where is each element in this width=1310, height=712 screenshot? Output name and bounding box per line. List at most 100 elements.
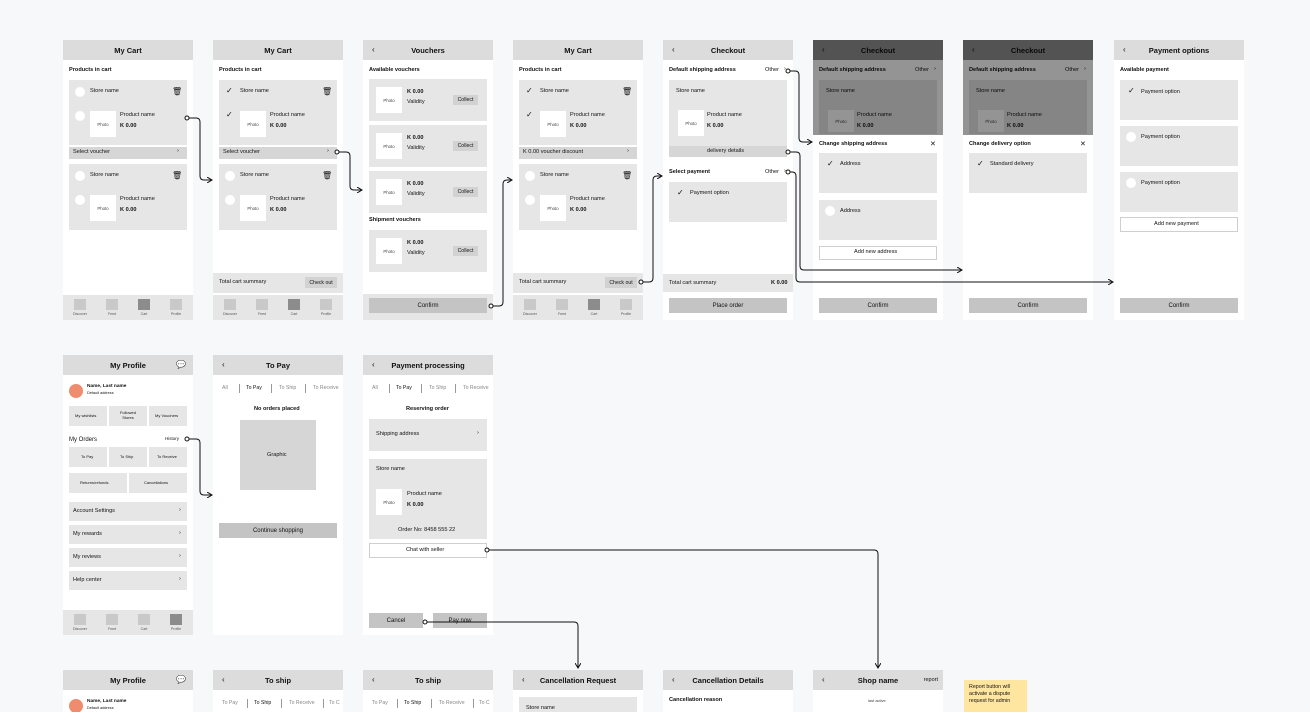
- continue-shopping-button[interactable]: Continue shopping: [219, 523, 337, 538]
- chat-icon[interactable]: 💬: [176, 360, 186, 369]
- close-icon[interactable]: ✕: [1080, 141, 1086, 148]
- nav-cart[interactable]: Cart: [140, 627, 148, 631]
- profile-icon[interactable]: [170, 299, 182, 310]
- back-icon[interactable]: ‹: [822, 675, 825, 684]
- tab-to-receive[interactable]: To Receive: [313, 385, 339, 391]
- followed-stores-button[interactable]: [109, 406, 147, 426]
- checkmark-icon[interactable]: ✓: [526, 110, 533, 119]
- back-icon[interactable]: ‹: [822, 45, 825, 54]
- nav-profile[interactable]: Profile: [620, 312, 632, 316]
- my-rewards-row[interactable]: [69, 525, 187, 544]
- trash-icon[interactable]: 🗑: [172, 87, 183, 96]
- tab-all[interactable]: All: [372, 385, 378, 391]
- shipping-other-link[interactable]: Other: [765, 67, 779, 73]
- nav-discover[interactable]: Discover: [73, 312, 87, 316]
- trash-icon[interactable]: 🗑: [172, 171, 183, 180]
- profile-icon[interactable]: [320, 299, 332, 310]
- nav-cart[interactable]: Cart: [290, 312, 298, 316]
- back-icon[interactable]: ‹: [372, 45, 375, 54]
- to-receive-button[interactable]: [149, 447, 187, 467]
- back-icon[interactable]: ‹: [222, 675, 225, 684]
- nav-feed[interactable]: Feed: [557, 312, 567, 316]
- confirm-button[interactable]: Confirm: [819, 298, 937, 313]
- cart-icon[interactable]: [138, 299, 150, 310]
- tab-to-receive[interactable]: To Receive: [463, 385, 489, 391]
- product-select-radio[interactable]: [75, 111, 85, 121]
- tab-to-ship[interactable]: To Ship: [429, 385, 447, 391]
- cart-icon[interactable]: [288, 299, 300, 310]
- to-ship-button[interactable]: [109, 447, 147, 467]
- delivery-details-row[interactable]: [669, 146, 787, 157]
- back-icon[interactable]: ‹: [972, 45, 975, 54]
- confirm-button[interactable]: Confirm: [369, 298, 487, 313]
- cancellations-button[interactable]: [129, 473, 187, 493]
- tab-to-receive[interactable]: To Receive: [439, 700, 465, 706]
- tab-to-pay[interactable]: To Pay: [396, 385, 412, 391]
- trash-icon[interactable]: 🗑: [622, 171, 633, 180]
- check-out-button[interactable]: Check out: [605, 277, 637, 288]
- back-icon[interactable]: ‹: [1123, 45, 1126, 54]
- check-out-button[interactable]: Check out: [305, 277, 337, 288]
- nav-feed[interactable]: Feed: [107, 627, 117, 631]
- store-select-radio[interactable]: [75, 87, 85, 97]
- feed-icon[interactable]: [256, 299, 268, 310]
- payment-card[interactable]: [669, 182, 787, 222]
- address-option[interactable]: [819, 200, 937, 240]
- feed-icon[interactable]: [556, 299, 568, 310]
- account-settings-row[interactable]: [69, 502, 187, 521]
- nav-discover[interactable]: Discover: [523, 312, 537, 316]
- my-wishlists-button[interactable]: [69, 406, 107, 426]
- back-icon[interactable]: ‹: [372, 675, 375, 684]
- delivery-option[interactable]: [969, 153, 1087, 193]
- collect-button[interactable]: Collect: [453, 187, 478, 197]
- back-icon[interactable]: ‹: [672, 675, 675, 684]
- nav-discover[interactable]: Discover: [73, 627, 87, 631]
- nav-profile[interactable]: Profile: [170, 627, 182, 631]
- to-pay-button[interactable]: [69, 447, 107, 467]
- payment-other-link[interactable]: Other: [765, 169, 779, 175]
- payment-option-card[interactable]: [1120, 80, 1238, 120]
- cart-icon[interactable]: [138, 614, 150, 625]
- address-option[interactable]: [819, 153, 937, 193]
- store-select-radio[interactable]: [75, 171, 85, 181]
- nav-profile[interactable]: Profile: [170, 312, 182, 316]
- feed-icon[interactable]: [106, 299, 118, 310]
- payment-radio[interactable]: [1126, 132, 1136, 142]
- profile-icon[interactable]: [170, 614, 182, 625]
- tab-to-ship[interactable]: To Ship: [404, 700, 422, 706]
- returns-button[interactable]: [69, 473, 127, 493]
- back-icon[interactable]: ‹: [522, 675, 525, 684]
- profile-icon[interactable]: [620, 299, 632, 310]
- store-select-radio[interactable]: [525, 171, 535, 181]
- cart-icon[interactable]: [588, 299, 600, 310]
- product-select-radio[interactable]: [225, 195, 235, 205]
- nav-profile[interactable]: Profile: [320, 312, 332, 316]
- select-voucher-row[interactable]: [219, 147, 337, 159]
- tab-to-receive[interactable]: To Receive: [289, 700, 315, 706]
- checkmark-icon[interactable]: ✓: [226, 110, 233, 119]
- feed-icon[interactable]: [106, 614, 118, 625]
- trash-icon[interactable]: 🗑: [622, 87, 633, 96]
- payment-option-card[interactable]: [1120, 126, 1238, 166]
- shipping-other-link[interactable]: Other: [1065, 67, 1079, 73]
- product-select-radio[interactable]: [75, 195, 85, 205]
- report-link[interactable]: report: [923, 677, 938, 683]
- my-reviews-row[interactable]: [69, 548, 187, 567]
- confirm-button[interactable]: Confirm: [1120, 298, 1238, 313]
- nav-discover[interactable]: Discover: [223, 312, 237, 316]
- tab-all[interactable]: All: [222, 385, 228, 391]
- tab-to-c[interactable]: To C: [329, 700, 340, 706]
- trash-icon[interactable]: 🗑: [322, 171, 333, 180]
- add-new-payment-button[interactable]: [1120, 217, 1238, 232]
- checkmark-icon[interactable]: ✓: [526, 86, 533, 95]
- nav-feed[interactable]: Feed: [257, 312, 267, 316]
- back-icon[interactable]: ‹: [372, 360, 375, 369]
- chat-icon[interactable]: 💬: [176, 675, 186, 684]
- tab-to-ship[interactable]: To Ship: [254, 700, 272, 706]
- tab-to-c[interactable]: To C: [479, 700, 490, 706]
- my-vouchers-button[interactable]: [149, 406, 187, 426]
- help-center-row[interactable]: [69, 571, 187, 590]
- collect-button[interactable]: Collect: [453, 95, 478, 105]
- nav-cart[interactable]: Cart: [140, 312, 148, 316]
- cancel-button[interactable]: Cancel: [369, 613, 423, 628]
